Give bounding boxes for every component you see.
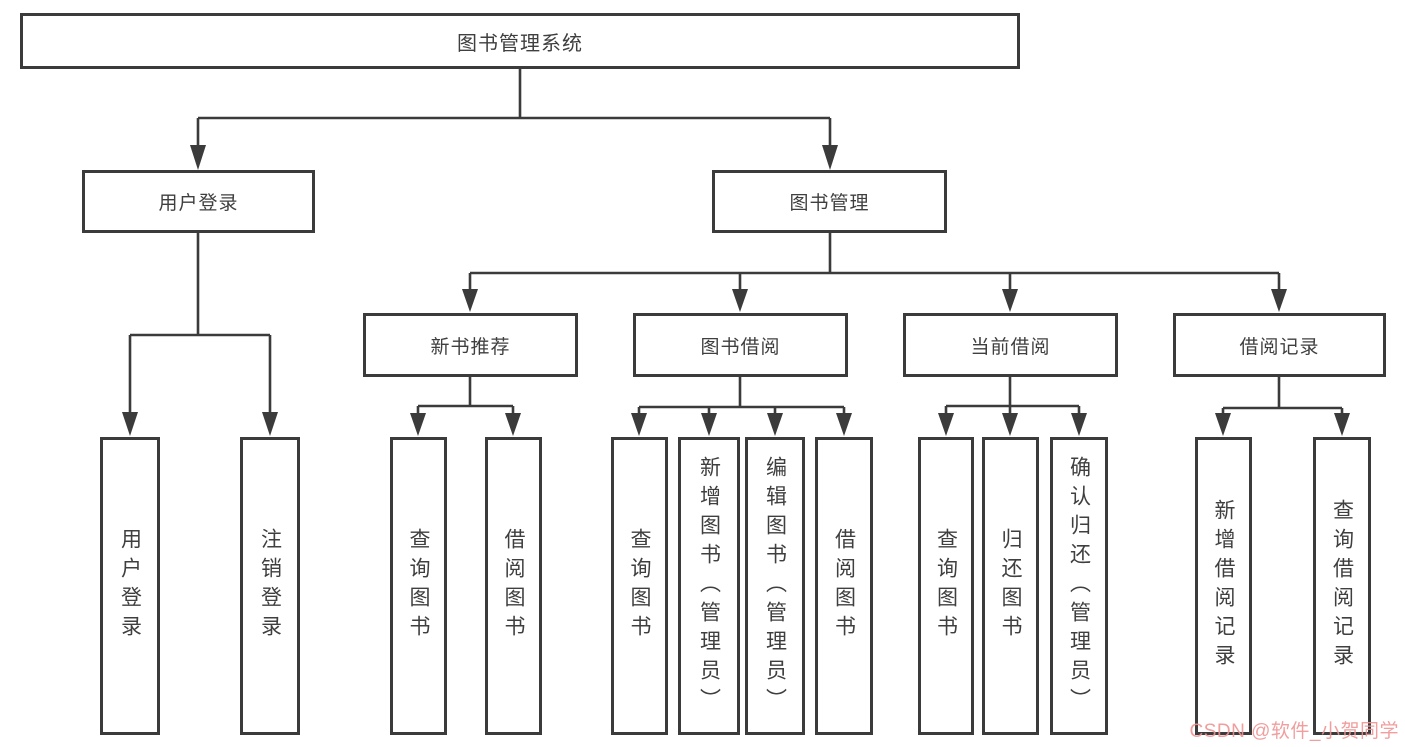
node-leaf-return-book: 归还图书	[982, 437, 1039, 735]
node-leaf-query-book-borrow-label: 查询图书	[628, 528, 651, 644]
node-leaf-confirm-return-admin: 确认归还（管理员）	[1050, 437, 1108, 735]
node-current-borrow-label: 当前借阅	[970, 336, 1051, 358]
node-leaf-return-book-label: 归还图书	[999, 528, 1022, 644]
node-leaf-edit-book-admin-label: 编辑图书（管理员）	[763, 455, 787, 717]
node-book-management-label: 图书管理	[789, 193, 870, 214]
node-leaf-user-login-action: 用户登录	[100, 437, 160, 735]
node-leaf-borrow-book-label: 借阅图书	[832, 528, 856, 644]
node-leaf-query-book-current: 查询图书	[918, 437, 974, 735]
node-leaf-add-book-admin-label: 新增图书（管理员）	[697, 455, 721, 717]
connector-root	[190, 69, 838, 170]
node-leaf-user-login-action-label: 用户登录	[118, 528, 142, 644]
node-new-book-recommend: 新书推荐	[363, 313, 578, 377]
node-leaf-query-book-borrow: 查询图书	[611, 437, 668, 735]
node-book-borrow: 图书借阅	[633, 313, 848, 377]
node-leaf-query-book-recommend-label: 查询图书	[407, 528, 430, 644]
node-book-borrow-label: 图书借阅	[700, 336, 781, 358]
connector-user-login	[122, 233, 278, 436]
node-borrow-records-label: 借阅记录	[1239, 336, 1320, 358]
node-book-management: 图书管理	[712, 170, 947, 233]
node-leaf-borrow-book-recommend-label: 借阅图书	[502, 528, 525, 644]
node-leaf-borrow-book-recommend: 借阅图书	[485, 437, 542, 735]
connector-current-borrow	[938, 377, 1087, 436]
node-root-system: 图书管理系统	[20, 13, 1020, 69]
node-leaf-add-borrow-record-label: 新增借阅记录	[1212, 499, 1235, 673]
node-leaf-query-book-recommend: 查询图书	[390, 437, 447, 735]
node-user-login-label: 用户登录	[158, 193, 239, 214]
connector-book-borrow	[631, 377, 852, 436]
node-leaf-logout: 注销登录	[240, 437, 300, 735]
node-leaf-query-borrow-record-label: 查询借阅记录	[1330, 499, 1354, 673]
csdn-watermark: CSDN @软件_小贺同学	[1189, 721, 1399, 742]
connector-new-book-recommend	[410, 377, 521, 436]
node-current-borrow: 当前借阅	[903, 313, 1118, 377]
node-leaf-edit-book-admin: 编辑图书（管理员）	[745, 437, 805, 735]
node-leaf-borrow-book: 借阅图书	[815, 437, 873, 735]
connector-borrow-records	[1215, 377, 1350, 436]
node-leaf-add-borrow-record: 新增借阅记录	[1195, 437, 1252, 735]
node-root-system-label: 图书管理系统	[457, 32, 583, 55]
node-leaf-logout-label: 注销登录	[258, 528, 282, 644]
node-user-login: 用户登录	[82, 170, 315, 233]
node-leaf-add-book-admin: 新增图书（管理员）	[678, 437, 740, 735]
node-leaf-query-borrow-record: 查询借阅记录	[1313, 437, 1371, 735]
node-new-book-recommend-label: 新书推荐	[430, 336, 511, 358]
node-leaf-query-book-current-label: 查询图书	[934, 528, 958, 644]
node-borrow-records: 借阅记录	[1173, 313, 1386, 377]
connector-book-management	[462, 233, 1287, 312]
node-leaf-confirm-return-admin-label: 确认归还（管理员）	[1067, 455, 1091, 717]
